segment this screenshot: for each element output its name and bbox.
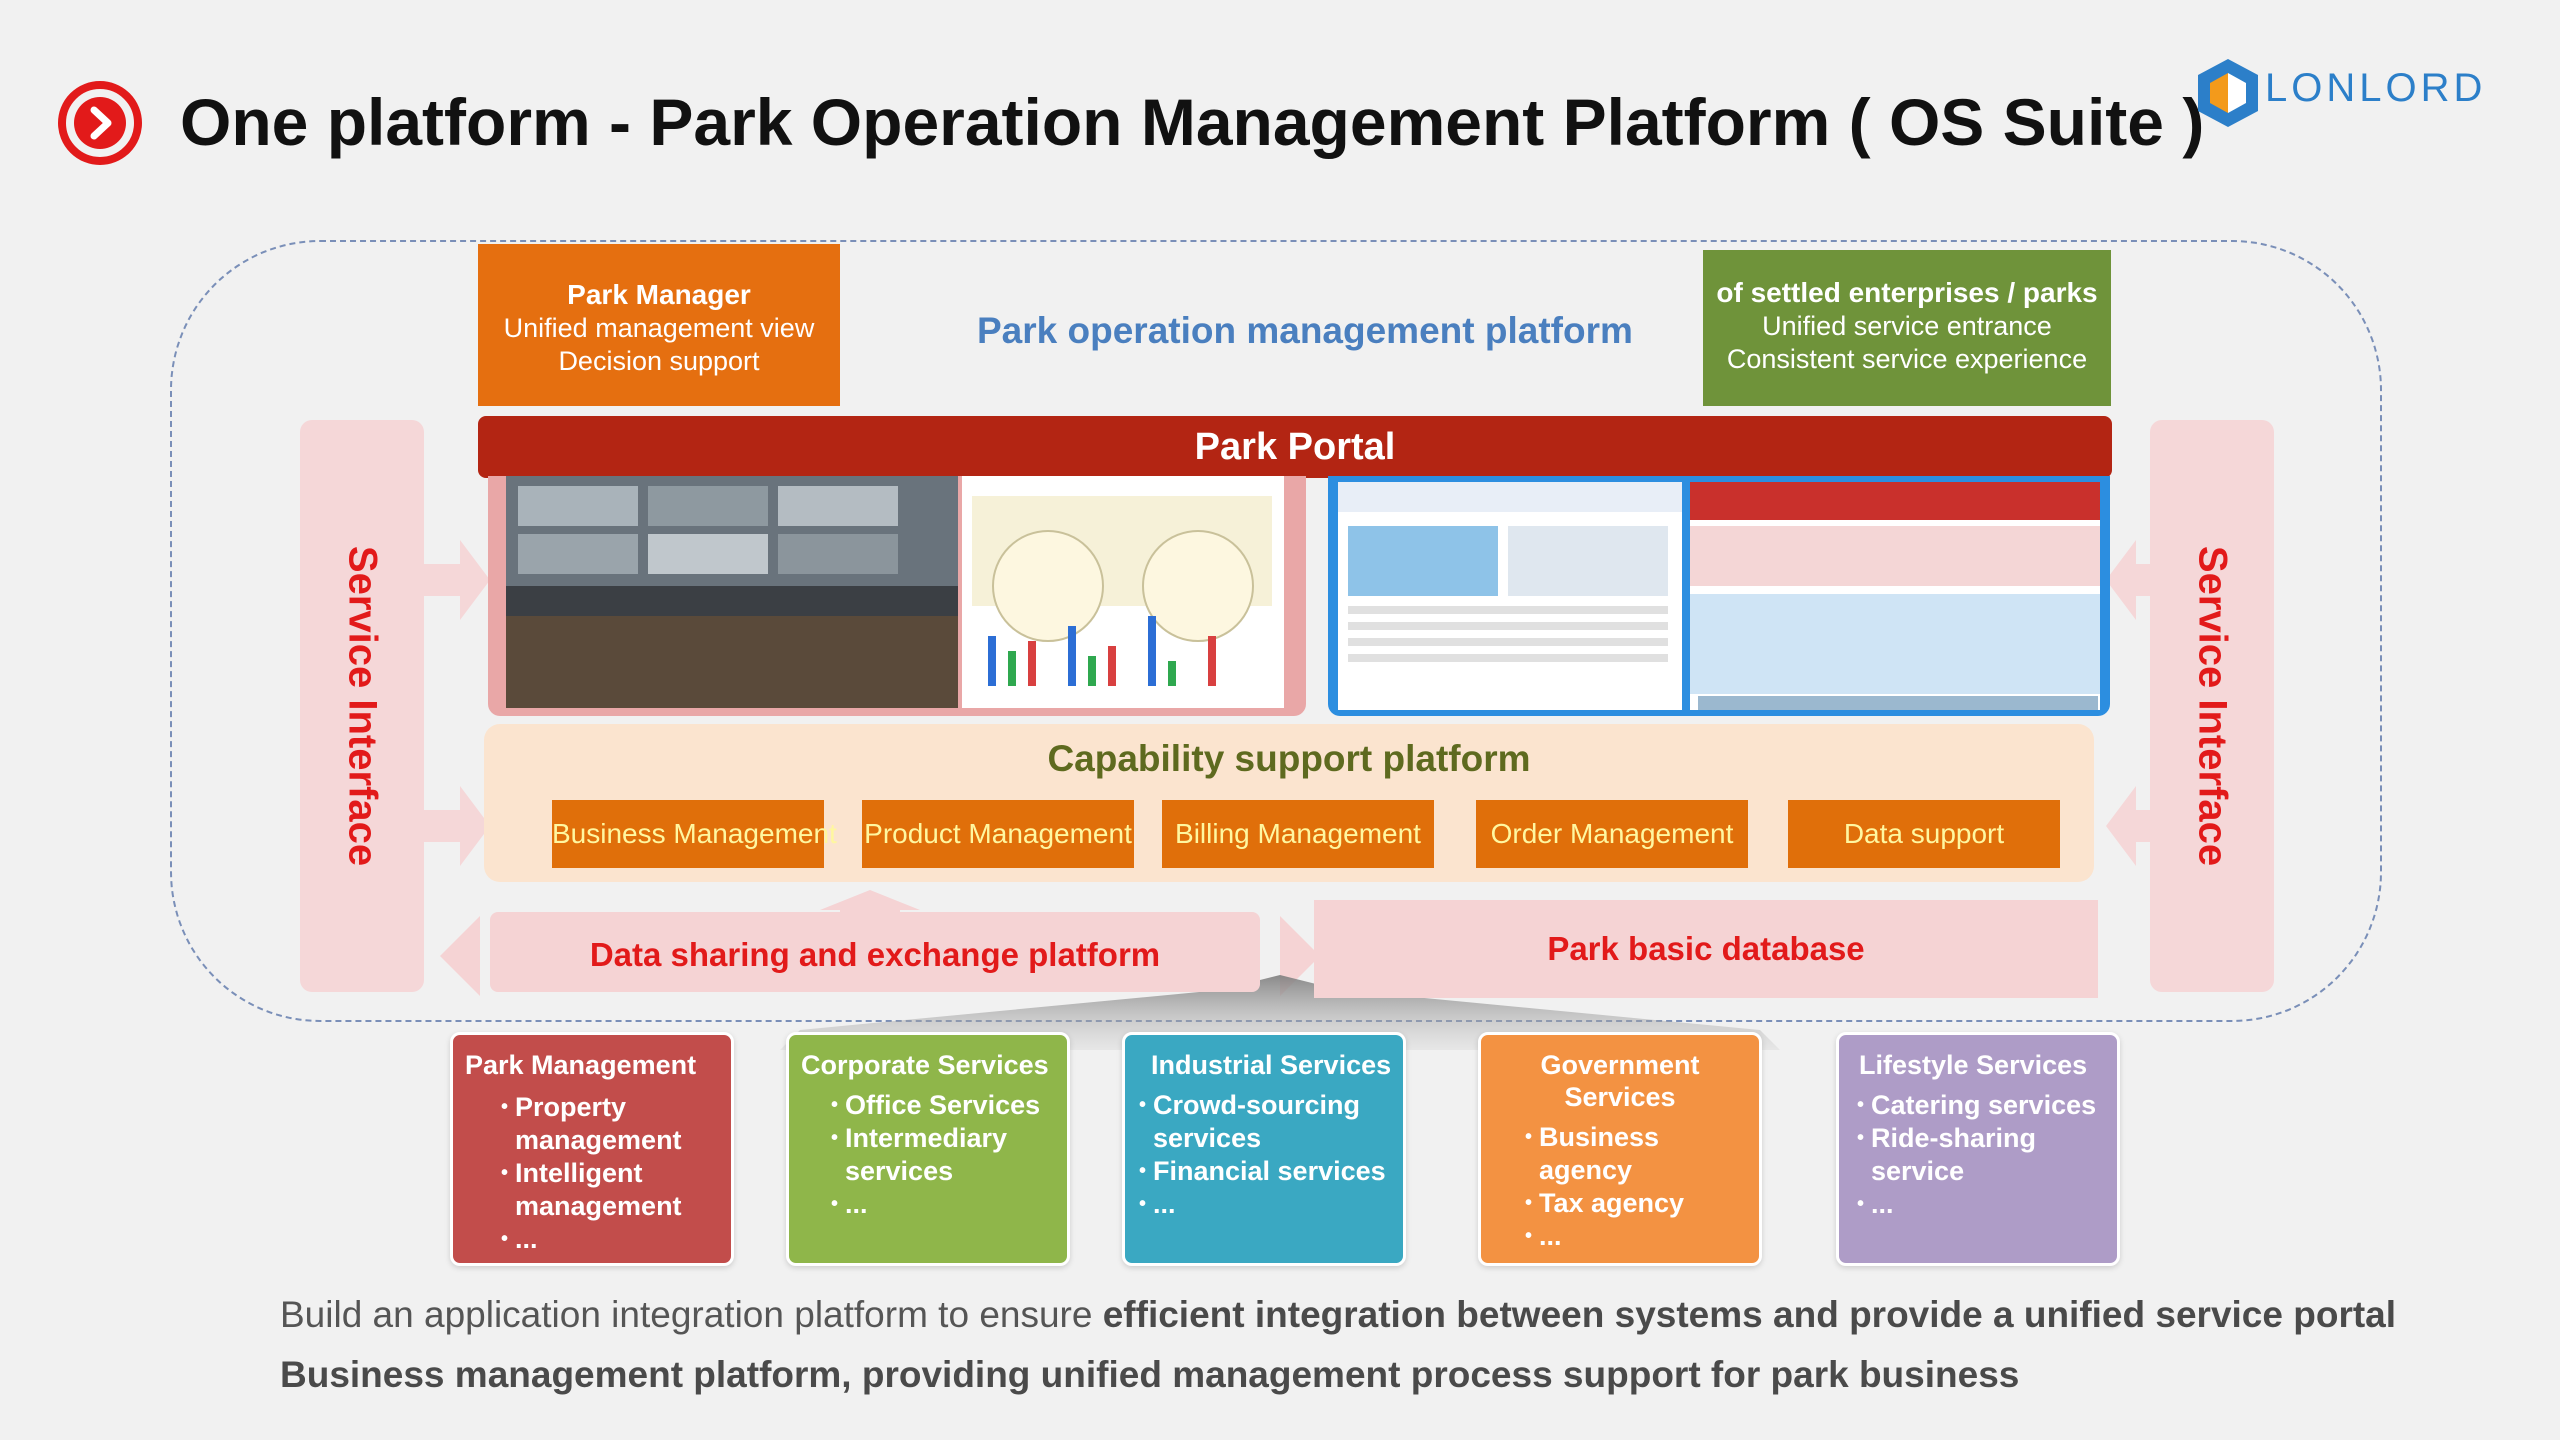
service-card-item: Property management [501, 1091, 731, 1157]
logo-icon [2198, 59, 2258, 127]
upward-shadow-icon [780, 975, 1780, 1050]
service-card-item: Catering services [1857, 1089, 2117, 1122]
logo-text: LONLORD [2265, 66, 2487, 110]
service-card-item: ... [501, 1223, 731, 1256]
park-portal-bar: Park Portal [478, 416, 2112, 478]
arrow-right-icon [420, 540, 490, 866]
service-interface-right-label: Service Interface [2190, 545, 2235, 867]
service-card-item: Intermediary services [831, 1122, 1067, 1188]
park-manager-line1: Unified management view [503, 313, 815, 343]
service-card-item: Intelligent management [501, 1157, 731, 1223]
enterprise-box: of settled enterprises / parks Unified s… [1703, 250, 2111, 406]
service-card-title: Lifestyle Services [1859, 1050, 2088, 1080]
service-interface-left-label: Service Interface [340, 545, 385, 867]
footer-line-1-normal: Build an application integration platfor… [280, 1294, 1103, 1335]
service-card-item: Crowd-sourcing services [1139, 1089, 1403, 1155]
footer-line-1-bold: efficient integration between systems an… [1102, 1294, 2397, 1335]
service-card-item: ... [831, 1188, 1067, 1221]
service-card-title: Industrial Services [1151, 1050, 1392, 1080]
service-card-park-management: Park Management Property management Inte… [450, 1032, 734, 1266]
enterprise-title: of settled enterprises / parks [1716, 277, 2098, 308]
website-images [1338, 482, 2100, 710]
capability-item-order-management: Order Management [1476, 800, 1748, 868]
service-card-lifestyle-services: Lifestyle Services Catering services Rid… [1836, 1032, 2120, 1266]
service-card-item: Tax agency [1525, 1187, 1759, 1220]
service-interface-left: Service Interface [300, 420, 424, 992]
service-card-government-services: Government Services Business agency Tax … [1478, 1032, 1762, 1266]
service-card-item: ... [1857, 1188, 2117, 1221]
service-card-item: ... [1139, 1188, 1403, 1221]
capability-item-data-support: Data support [1788, 800, 2060, 868]
capability-item-product-management: Product Management [862, 800, 1134, 868]
page-title: One platform - Park Operation Management… [180, 85, 2205, 159]
chevron-right-circle-icon [58, 81, 142, 165]
arrow-left-icon [2106, 540, 2176, 866]
capability-title: Capability support platform [1047, 738, 1531, 779]
monitoring-screenshots [488, 476, 1306, 716]
service-card-corporate-services: Corporate Services Office Services Inter… [786, 1032, 1070, 1266]
platform-label: Park operation management platform [977, 310, 1633, 351]
park-basic-database: Park basic database [1314, 900, 2098, 998]
park-manager-title: Park Manager [567, 279, 751, 310]
enterprise-line2: Consistent service experience [1726, 344, 2088, 374]
service-card-item: Business agency [1525, 1121, 1759, 1187]
service-card-item: Ride-sharing service [1857, 1122, 2117, 1188]
service-card-title: Corporate Services [801, 1050, 1049, 1080]
portal-screenshots [1328, 476, 2110, 716]
service-card-title: Park Management [465, 1050, 697, 1080]
service-card-item: Financial services [1139, 1155, 1403, 1188]
service-card-item: ... [1525, 1220, 1759, 1253]
control-room-image [506, 476, 1284, 708]
park-manager-line2: Decision support [558, 346, 760, 376]
data-sharing-platform: Data sharing and exchange platform [490, 912, 1260, 992]
footer-line-1: Build an application integration platfor… [280, 1294, 2396, 1336]
footer-line-2: Business management platform, providing … [280, 1354, 2020, 1395]
service-card-item: Office Services [831, 1089, 1067, 1122]
service-card-industrial-services: Industrial Services Crowd-sourcing servi… [1122, 1032, 1406, 1266]
service-card-title: Government Services [1540, 1050, 1700, 1112]
capability-item-business-management: Business Management [552, 800, 837, 868]
enterprise-line1: Unified service entrance [1762, 311, 2052, 341]
service-interface-right: Service Interface [2150, 420, 2274, 992]
park-manager-box: Park Manager Unified management view Dec… [478, 244, 840, 406]
capability-item-billing-management: Billing Management [1162, 800, 1434, 868]
